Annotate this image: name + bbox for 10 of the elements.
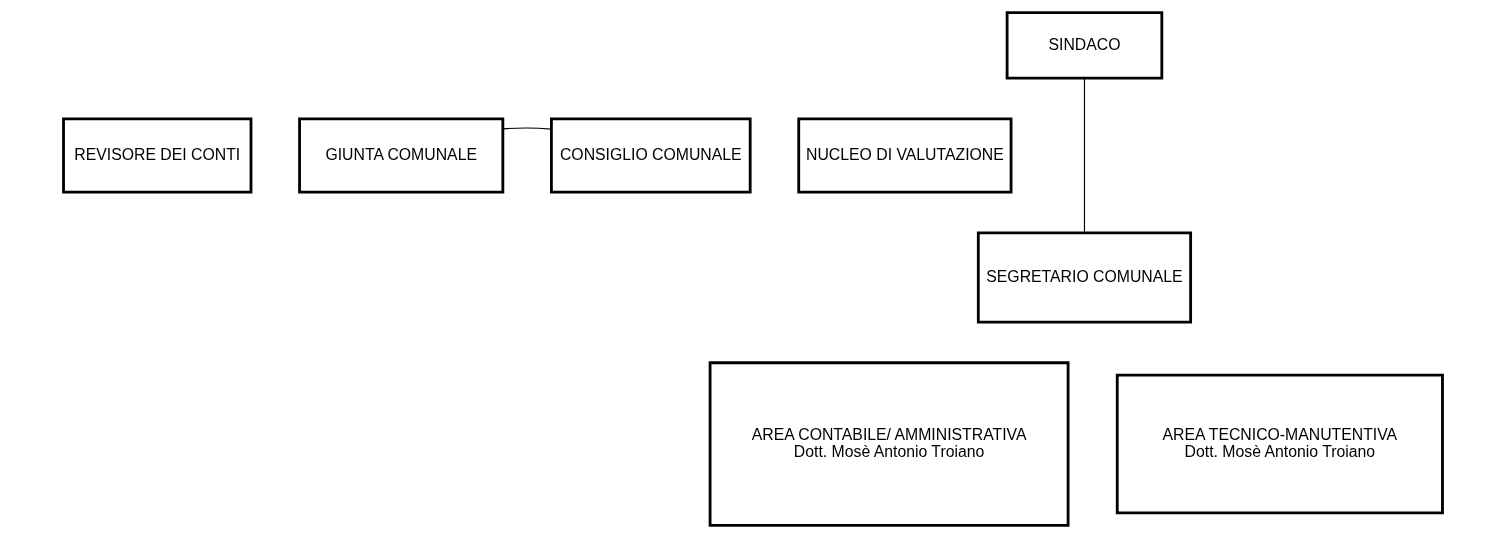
node-box: SEGRETARIO COMUNALE bbox=[976, 231, 1192, 324]
node-box: GIUNTA COMUNALE bbox=[297, 117, 504, 194]
node-box: CONSIGLIO COMUNALE bbox=[549, 117, 752, 194]
node-box: AREA CONTABILE/ AMMINISTRATIVA Dott. Mosè Antonio Troiano bbox=[708, 361, 1069, 527]
node-box: AREA TECNICO-MANUTENTIVA Dott. Mosè Antonio Troiano bbox=[1115, 373, 1444, 515]
connector bbox=[1083, 77, 1085, 234]
node-box: NUCLEO DI VALUTAZIONE bbox=[796, 117, 1012, 194]
node-box: REVISORE DEI CONTI bbox=[61, 117, 252, 194]
node-box: SINDACO bbox=[1005, 11, 1163, 80]
connector bbox=[502, 127, 552, 130]
